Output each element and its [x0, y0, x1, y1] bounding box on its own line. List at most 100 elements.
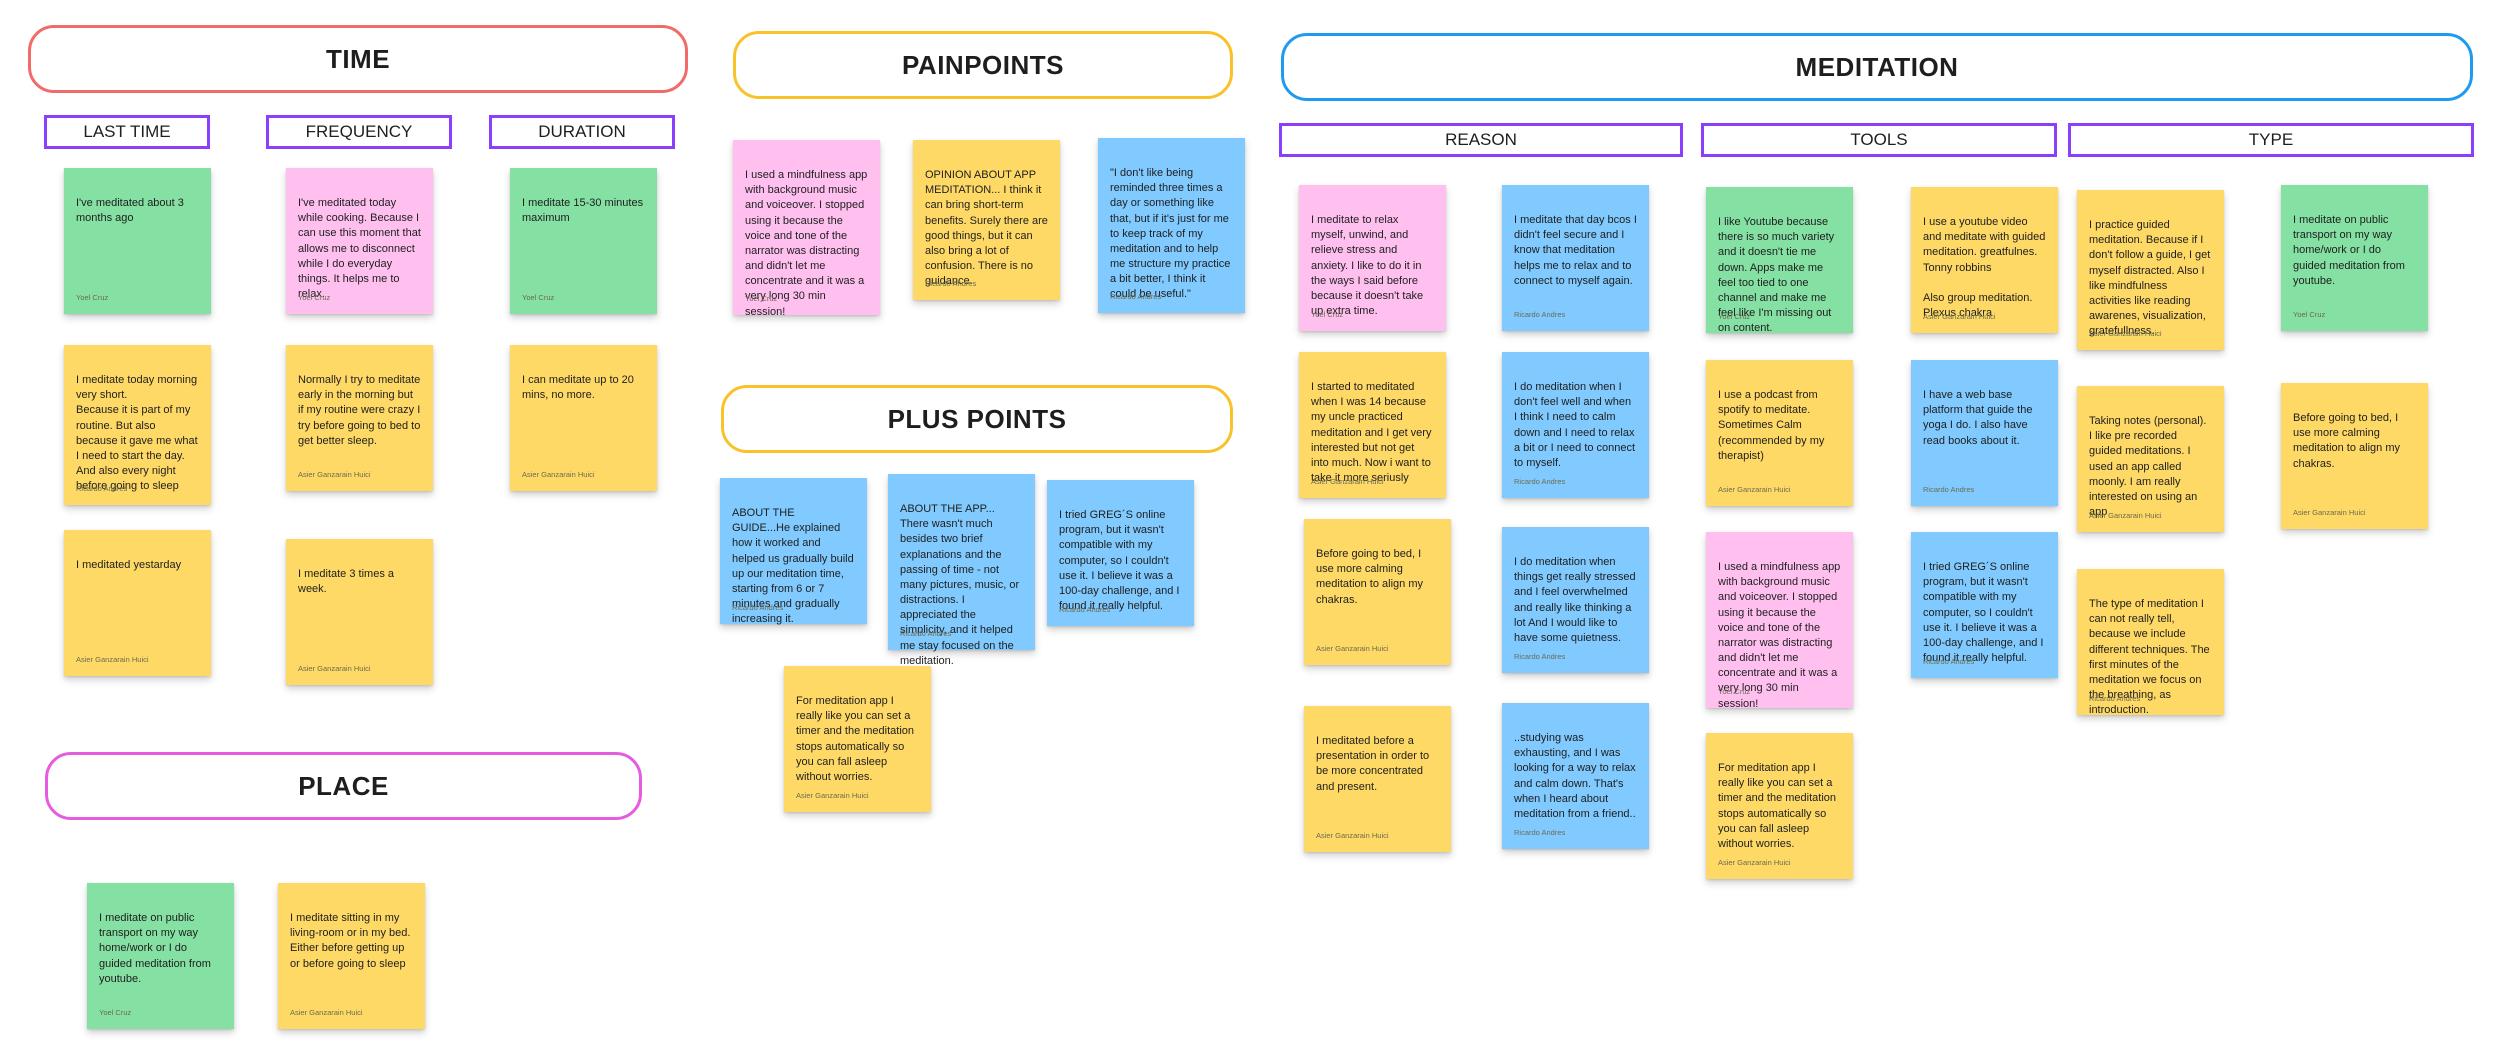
note-author: Ricardo Andres — [76, 484, 128, 493]
note-text: I meditated before a presentation in ord… — [1316, 735, 1430, 793]
note-text: Normally I try to meditate early in the … — [298, 374, 421, 447]
note-author: Asier Ganzarain Huici — [2089, 329, 2162, 338]
sticky-note[interactable]: OPINION ABOUT APP MEDITATION... I think … — [913, 140, 1060, 300]
note-author: Asier Ganzarain Huici — [290, 1008, 363, 1017]
sticky-note[interactable]: ABOUT THE GUIDE...He explained how it wo… — [720, 478, 867, 625]
note-author: Asier Ganzarain Huici — [796, 791, 869, 800]
sticky-note[interactable]: The type of meditation I can not really … — [2077, 569, 2224, 716]
sticky-note[interactable]: I used a mindfulness app with background… — [1706, 532, 1853, 710]
note-author: Ricardo Andres — [1923, 657, 1975, 666]
sticky-note[interactable]: I've meditated today while cooking. Beca… — [286, 168, 433, 314]
note-text: OPINION ABOUT APP MEDITATION... I think … — [925, 169, 1048, 288]
sticky-note[interactable]: I meditate 3 times a week. Asier Ganzara… — [286, 539, 433, 685]
sticky-note[interactable]: I meditate that day bcos I didn't feel s… — [1502, 185, 1649, 331]
section-title-place: PLACE — [45, 752, 642, 820]
note-text: I tried GREG´S online program, but it wa… — [1923, 561, 2044, 665]
note-author: Ricardo Andres — [1514, 652, 1566, 661]
sticky-note[interactable]: Before going to bed, I use more calming … — [2281, 383, 2428, 529]
sticky-note[interactable]: For meditation app I really like you can… — [1706, 733, 1853, 879]
note-text: I do meditation when things get really s… — [1514, 556, 1636, 644]
sticky-note[interactable]: I meditate today morning very short. Bec… — [64, 345, 211, 505]
note-author: Yoel Cruz — [745, 294, 778, 303]
note-text: I started to meditated when I was 14 bec… — [1311, 381, 1432, 485]
note-author: Asier Ganzarain Huici — [298, 470, 371, 479]
note-author: Yoel Cruz — [99, 1008, 132, 1017]
note-author: Yoel Cruz — [1718, 687, 1751, 696]
sticky-note[interactable]: I meditated yestarday Asier Ganzarain Hu… — [64, 530, 211, 676]
sticky-note[interactable]: I meditate sitting in my living-room or … — [278, 883, 425, 1029]
note-author: Ricardo Andres — [1059, 605, 1111, 614]
note-author: Ricardo Andres — [1514, 310, 1566, 319]
sticky-note[interactable]: I use a podcast from spotify to meditate… — [1706, 360, 1853, 506]
note-author: Asier Ganzarain Huici — [2293, 508, 2366, 517]
note-text: I used a mindfulness app with background… — [745, 169, 868, 318]
section-title-pluspoints: PLUS POINTS — [721, 385, 1233, 453]
note-author: Asier Ganzarain Huici — [298, 664, 371, 673]
sticky-note[interactable]: I use a youtube video and meditate with … — [1911, 187, 2058, 333]
sticky-note[interactable]: I like Youtube because there is so much … — [1706, 187, 1853, 335]
note-author: Ricardo Andres — [925, 279, 977, 288]
note-text: I used a mindfulness app with background… — [1718, 561, 1841, 710]
sticky-note[interactable]: I meditate 15-30 minutes maximum Yoel Cr… — [510, 168, 657, 314]
note-text: I meditate on public transport on my way… — [2293, 214, 2405, 287]
note-text: I meditate that day bcos I didn't feel s… — [1514, 214, 1637, 287]
note-author: Ricardo Andres — [1923, 485, 1975, 494]
note-text: I use a podcast from spotify to meditate… — [1718, 389, 1825, 462]
note-author: Yoel Cruz — [1311, 310, 1344, 319]
note-author: Yoel Cruz — [298, 293, 331, 302]
section-title-painpoints: PAINPOINTS — [733, 31, 1233, 99]
sticky-note[interactable]: I tried GREG´S online program, but it wa… — [1047, 480, 1194, 626]
note-text: I use a youtube video and meditate with … — [1923, 216, 2046, 320]
sticky-note[interactable]: I do meditation when I don't feel well a… — [1502, 352, 1649, 498]
header-last-time: LAST TIME — [44, 115, 210, 149]
sticky-note[interactable]: I meditate on public transport on my way… — [2281, 185, 2428, 331]
note-author: Ricardo Andres — [1514, 828, 1566, 837]
note-text: I can meditate up to 20 mins, no more. — [522, 374, 634, 402]
sticky-note[interactable]: I meditate on public transport on my way… — [87, 883, 234, 1029]
sticky-note[interactable]: For meditation app I really like you can… — [784, 666, 931, 812]
header-tools: TOOLS — [1701, 123, 2057, 157]
note-text: I meditate 15-30 minutes maximum — [522, 197, 644, 225]
note-text: I meditate 3 times a week. — [298, 568, 394, 596]
section-title-meditation: MEDITATION — [1281, 33, 2473, 101]
note-text: I meditate today morning very short. Bec… — [76, 374, 198, 493]
note-text: For meditation app I really like you can… — [796, 695, 915, 783]
sticky-note[interactable]: "I don't like being reminded three times… — [1098, 138, 1245, 313]
note-text: I like Youtube because there is so much … — [1718, 216, 1835, 335]
note-author: Yoel Cruz — [522, 293, 555, 302]
sticky-note[interactable]: I do meditation when things get really s… — [1502, 527, 1649, 673]
sticky-note[interactable]: I tried GREG´S online program, but it wa… — [1911, 532, 2058, 678]
sticky-note[interactable]: ABOUT THE APP... There wasn't much besid… — [888, 474, 1035, 667]
sticky-note[interactable]: Normally I try to meditate early in the … — [286, 345, 433, 491]
note-text: I have a web base platform that guide th… — [1923, 389, 2033, 447]
note-text: I tried GREG´S online program, but it wa… — [1059, 509, 1180, 613]
note-author: Asier Ganzarain Huici — [76, 655, 149, 664]
note-author: Ricardo Andres — [1514, 477, 1566, 486]
sticky-note[interactable]: I used a mindfulness app with background… — [733, 140, 880, 318]
sticky-note[interactable]: I meditate to relax myself, unwind, and … — [1299, 185, 1446, 331]
note-author: Yoel Cruz — [2293, 310, 2326, 319]
note-author: Ricardo Andres — [900, 629, 952, 638]
note-author: Asier Ganzarain Huici — [522, 470, 595, 479]
note-text: Before going to bed, I use more calming … — [1316, 548, 1423, 606]
note-text: I've meditated about 3 months ago — [76, 197, 184, 225]
sticky-note[interactable]: Taking notes (personal). I like pre reco… — [2077, 386, 2224, 532]
header-type: TYPE — [2068, 123, 2474, 157]
header-reason: REASON — [1279, 123, 1683, 157]
sticky-note[interactable]: I can meditate up to 20 mins, no more. A… — [510, 345, 657, 491]
sticky-note[interactable]: I meditated before a presentation in ord… — [1304, 706, 1451, 852]
section-title-time: TIME — [28, 25, 688, 93]
note-author: Asier Ganzarain Huici — [1316, 644, 1389, 653]
sticky-note[interactable]: I've meditated about 3 months ago Yoel C… — [64, 168, 211, 314]
note-text: I meditated yestarday — [76, 559, 182, 571]
note-text: For meditation app I really like you can… — [1718, 762, 1837, 850]
note-author: Ricardo Andres — [1110, 292, 1162, 301]
note-author: Asier Ganzarain Huici — [2089, 511, 2162, 520]
sticky-note[interactable]: ..studying was exhausting, and I was loo… — [1502, 703, 1649, 849]
sticky-note[interactable]: I have a web base platform that guide th… — [1911, 360, 2058, 506]
sticky-note[interactable]: Before going to bed, I use more calming … — [1304, 519, 1451, 665]
header-duration: DURATION — [489, 115, 675, 149]
sticky-note[interactable]: I started to meditated when I was 14 bec… — [1299, 352, 1446, 498]
note-author: Asier Ganzarain Huici — [1311, 477, 1384, 486]
sticky-note[interactable]: I practice guided meditation. Because if… — [2077, 190, 2224, 350]
